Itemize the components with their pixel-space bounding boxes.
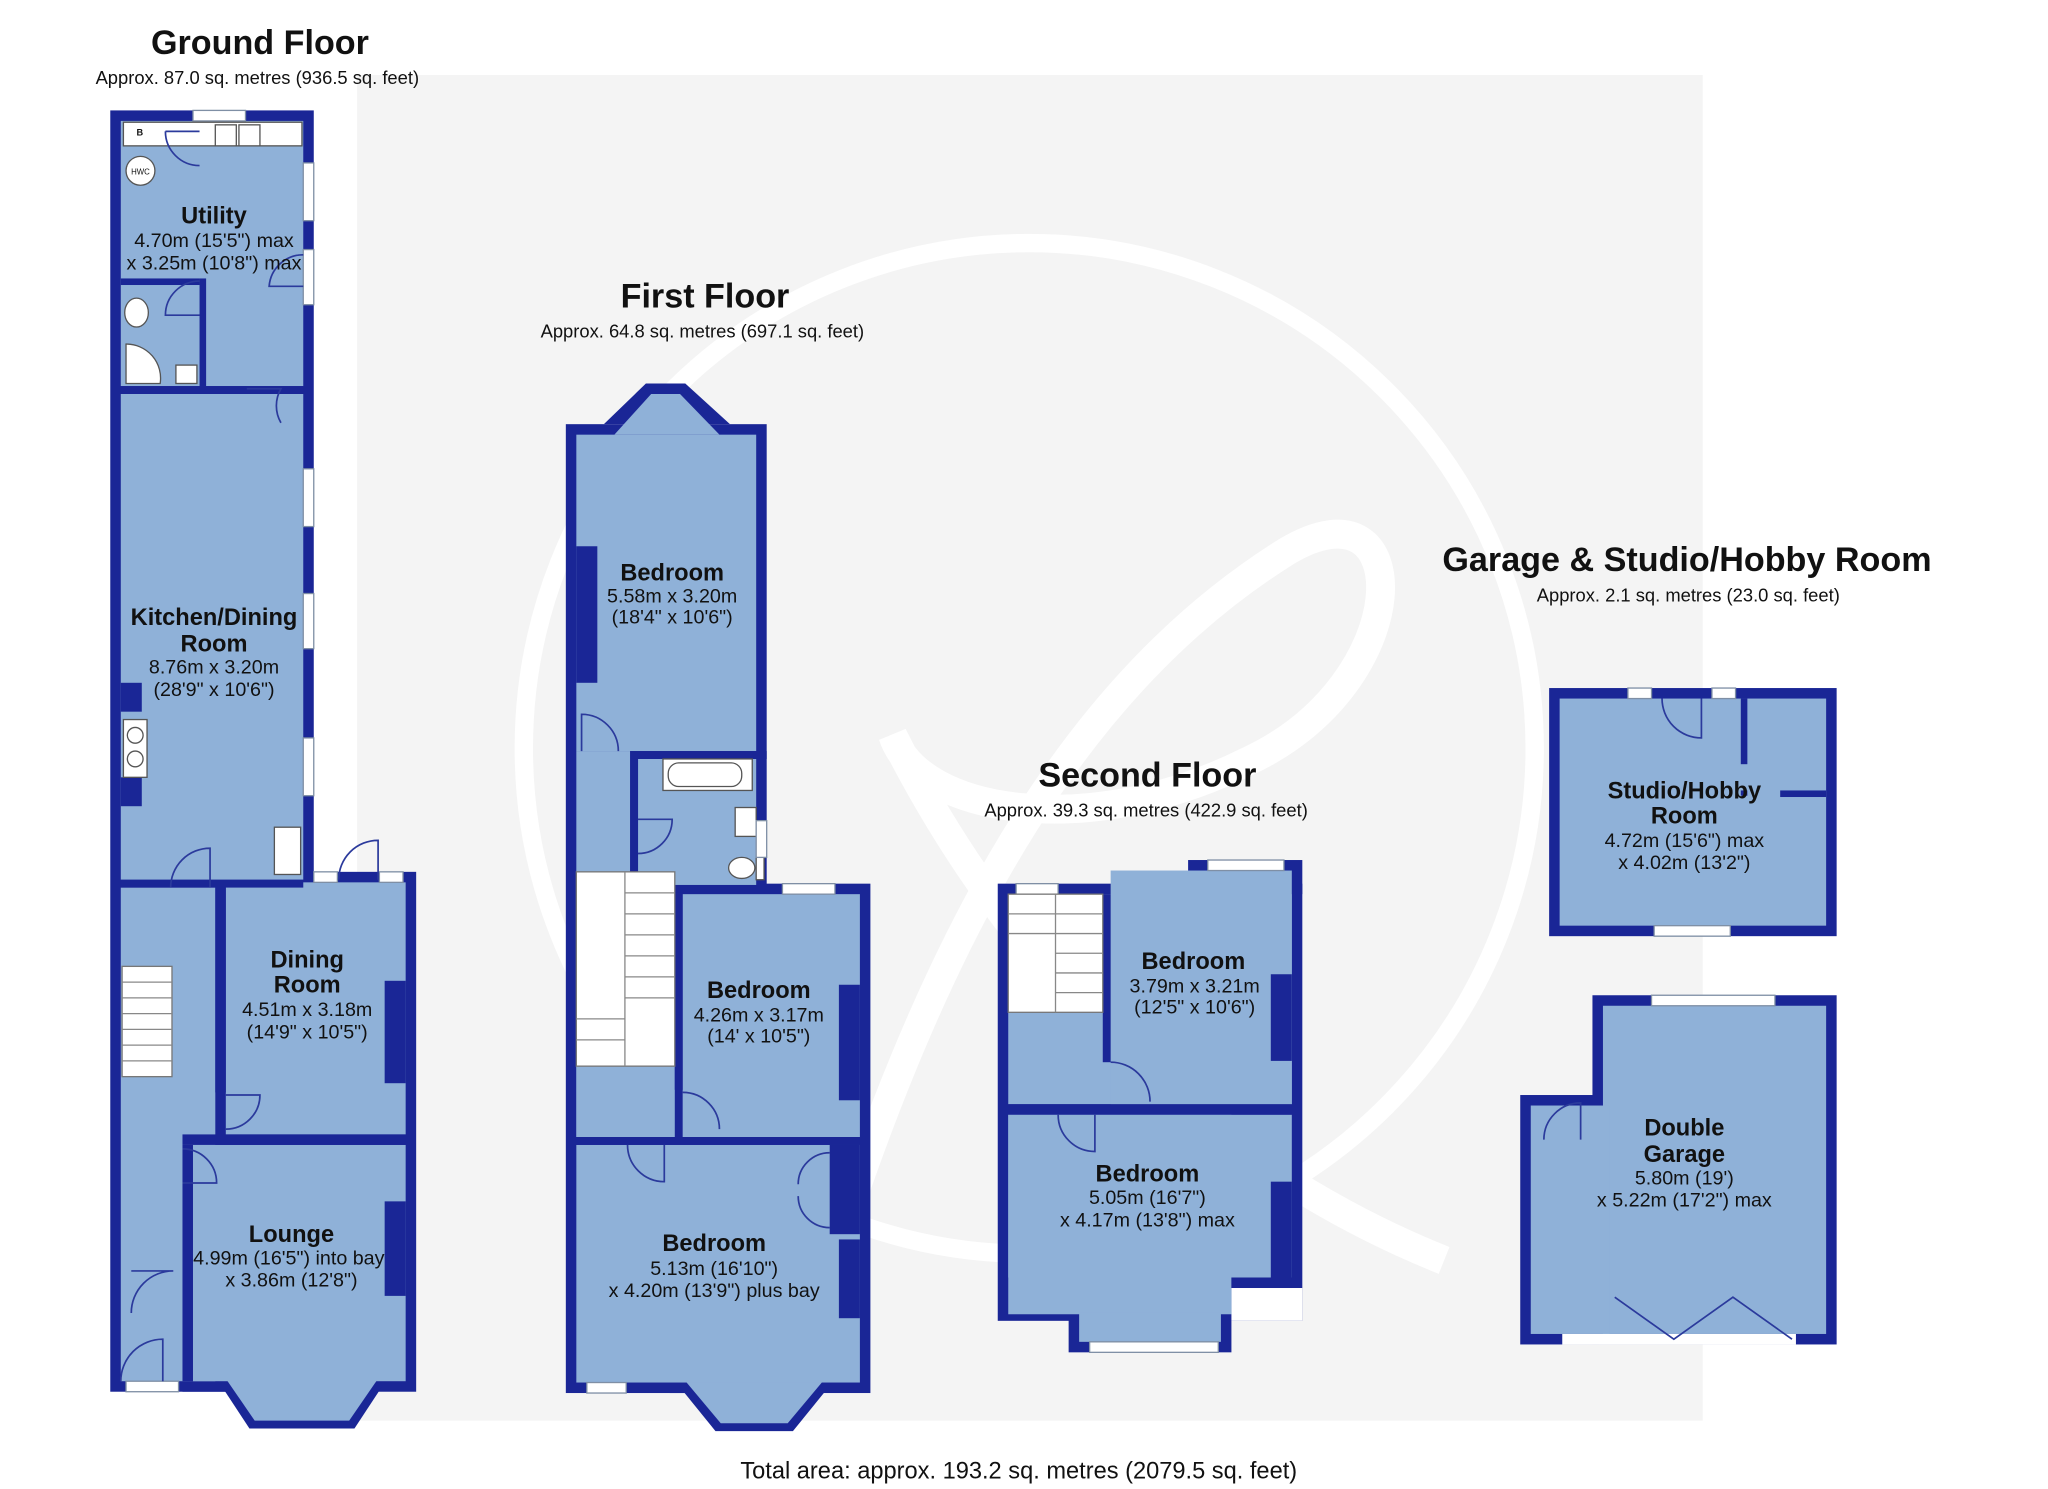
window — [781, 883, 836, 895]
garage-name1: Double — [1644, 1116, 1724, 1142]
dining-room — [225, 882, 406, 1135]
window — [1650, 994, 1776, 1007]
garage-floor-area: Approx. 2.1 sq. metres (23.0 sq. feet) — [1537, 584, 1840, 605]
second-bed1-dim1: 3.79m x 3.21m — [1130, 976, 1260, 998]
utility-dim2: x 3.25m (10'8") max — [127, 252, 302, 274]
window — [302, 248, 315, 306]
garage-studio-plan: Garage & Studio/Hobby Room Approx. 2.1 s… — [1442, 541, 1932, 1345]
window — [1088, 1341, 1219, 1353]
garage-floor-title: Garage & Studio/Hobby Room — [1442, 541, 1931, 579]
garage-name2: Garage — [1644, 1142, 1725, 1168]
first-floor-plan: First Floor Approx. 64.8 sq. metres (697… — [541, 277, 871, 1432]
second-floor-plan: Second Floor Approx. 39.3 sq. metres (42… — [984, 757, 1308, 1353]
ground-floor-plan: Ground Floor Approx. 87.0 sq. metres (93… — [96, 24, 420, 1429]
second-bed1-dim2: (12'5" x 10'6") — [1134, 997, 1255, 1019]
window — [302, 468, 315, 528]
window — [1207, 859, 1285, 872]
window — [378, 871, 404, 884]
window — [1711, 687, 1737, 700]
first-bed2-dim1: 4.26m x 3.17m — [694, 1005, 824, 1027]
kitchen-name1: Kitchen/Dining — [131, 605, 298, 631]
double-garage — [1602, 1005, 1827, 1334]
studio-dim1: 4.72m (15'6") max — [1605, 830, 1765, 852]
second-bedroom-rear — [1110, 870, 1292, 1105]
kitchen-name2: Room — [181, 631, 248, 657]
lounge-name: Lounge — [249, 1222, 334, 1248]
window — [313, 871, 339, 884]
kitchen-dining-room — [120, 393, 304, 880]
second-bed1-name: Bedroom — [1142, 949, 1246, 975]
garage-dim2: x 5.22m (17'2") max — [1597, 1190, 1772, 1212]
studio-name1: Studio/Hobby — [1608, 778, 1762, 804]
second-bed2-dim2: x 4.17m (13'8") max — [1060, 1209, 1235, 1231]
second-bed2-dim1: 5.05m (16'7") — [1089, 1187, 1206, 1209]
first-bed1-name: Bedroom — [620, 560, 724, 586]
window — [302, 592, 315, 650]
first-bedroom-front — [576, 434, 757, 752]
utility-dim1: 4.70m (15'5") max — [134, 230, 294, 252]
window — [125, 1380, 180, 1393]
first-bedroom-rear — [576, 1144, 860, 1383]
window — [1015, 883, 1059, 895]
window — [192, 109, 247, 122]
kitchen-dim2: (28'9" x 10'6") — [153, 679, 274, 701]
window — [755, 819, 768, 859]
window — [302, 162, 315, 222]
window — [1653, 925, 1731, 937]
total-area: Total area: approx. 193.2 sq. metres (20… — [740, 1458, 1297, 1484]
window — [302, 737, 315, 797]
studio-dim2: x 4.02m (13'2") — [1618, 852, 1750, 874]
lounge-room — [192, 1144, 406, 1382]
first-floor-area: Approx. 64.8 sq. metres (697.1 sq. feet) — [541, 321, 864, 342]
second-floor-area: Approx. 39.3 sq. metres (422.9 sq. feet) — [984, 800, 1308, 821]
lounge-dim2: x 3.86m (12'8") — [225, 1270, 357, 1292]
first-bed3-name: Bedroom — [662, 1231, 766, 1257]
garage-dim1: 5.80m (19') — [1635, 1167, 1734, 1189]
first-bed2-dim2: (14' x 10'5") — [707, 1026, 810, 1048]
kitchen-dim1: 8.76m x 3.20m — [149, 657, 279, 679]
window — [586, 1381, 627, 1394]
ground-floor-area: Approx. 87.0 sq. metres (936.5 sq. feet) — [96, 67, 420, 88]
cylinder-label: HWC — [131, 168, 150, 177]
window — [1627, 687, 1653, 700]
dining-name1: Dining — [270, 948, 343, 974]
staircase — [121, 965, 173, 1078]
second-bed2-name: Bedroom — [1096, 1162, 1200, 1188]
studio-name2: Room — [1651, 803, 1718, 829]
first-bed3-dim2: x 4.20m (13'9") plus bay — [609, 1280, 820, 1302]
first-bed1-dim1: 5.58m x 3.20m — [607, 586, 737, 608]
dining-name2: Room — [274, 973, 341, 999]
second-floor-title: Second Floor — [1038, 757, 1256, 795]
boiler-label: B — [137, 127, 144, 137]
first-bed2-name: Bedroom — [707, 978, 811, 1004]
ground-floor-title: Ground Floor — [151, 24, 369, 62]
first-floor-title: First Floor — [621, 277, 790, 315]
first-bed3-dim1: 5.13m (16'10") — [650, 1258, 778, 1280]
utility-name: Utility — [181, 203, 247, 229]
dining-dim1: 4.51m x 3.18m — [242, 999, 372, 1021]
lounge-dim1: 4.99m (16'5") into bay — [193, 1247, 384, 1269]
dining-dim2: (14'9" x 10'5") — [247, 1022, 368, 1044]
first-bed1-dim2: (18'4" x 10'6") — [612, 607, 733, 629]
first-bedroom-middle — [682, 894, 860, 1138]
